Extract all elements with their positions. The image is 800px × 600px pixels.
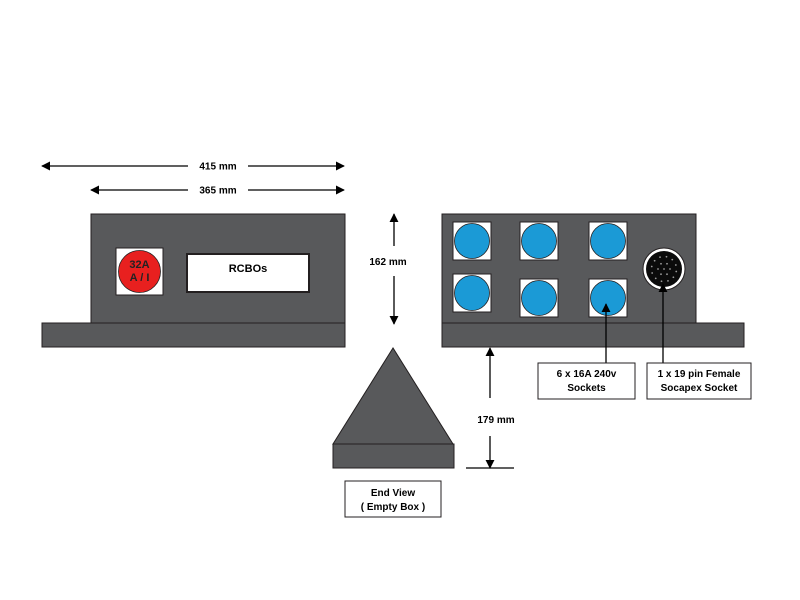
sockets-callout-line2: Sockets <box>567 383 606 394</box>
breaker-32a-icon <box>118 250 161 293</box>
end-view-base <box>332 443 455 469</box>
socapex-pin <box>654 277 657 280</box>
socket-16a <box>588 278 628 318</box>
body-width-label: 365 mm <box>199 186 236 197</box>
socapex-callout-line1: 1 x 19 pin Female <box>658 369 741 380</box>
socapex-pin <box>667 279 669 282</box>
socket-icon <box>454 223 490 259</box>
socket-16a <box>452 221 492 261</box>
height-label: 162 mm <box>369 257 406 268</box>
rcbo-panel <box>186 253 310 293</box>
dimension-overall-width: 415 mm <box>41 161 345 173</box>
socket-16a <box>519 221 559 261</box>
socapex-callout-line2: Socapex Socket <box>661 383 738 394</box>
overall-width-label: 415 mm <box>199 162 236 173</box>
socapex-socket-icon <box>642 247 686 291</box>
socapex-pin <box>660 280 663 283</box>
end-view-label-line2: ( Empty Box ) <box>361 502 425 513</box>
socapex-pin <box>659 256 661 259</box>
front-panel-base <box>41 322 346 348</box>
socapex-pin <box>666 273 668 276</box>
socapex-pin <box>651 272 654 274</box>
socapex-pin <box>665 255 668 258</box>
socapex-pin <box>660 262 662 265</box>
end-view: End View ( Empty Box ) <box>332 347 455 518</box>
socapex-pin <box>653 259 656 262</box>
socapex-pin <box>671 258 674 261</box>
end-view-label-line1: End View <box>371 488 415 499</box>
socapex-pin <box>650 265 653 268</box>
socket-16a <box>452 273 492 313</box>
end-view-profile <box>332 347 454 445</box>
dimension-depth: 179 mm <box>466 347 515 469</box>
socapex-pin <box>663 268 665 270</box>
dimension-height: 162 mm <box>369 213 407 325</box>
socket-16a <box>519 278 559 318</box>
socket-icon <box>521 280 557 316</box>
socket-icon <box>454 275 490 311</box>
socket-icon <box>590 223 626 259</box>
rear-panel-base <box>441 322 745 348</box>
dimension-body-width: 365 mm <box>90 185 345 197</box>
socapex-pin <box>657 268 659 270</box>
breaker-label-line1: 32A <box>129 259 149 271</box>
socapex-pins <box>650 255 678 283</box>
socapex-callout: 1 x 19 pin Female Socapex Socket <box>646 283 752 400</box>
sockets-callout: 6 x 16A 240v Sockets <box>537 303 636 400</box>
breaker-label-line2: A / I <box>130 272 150 284</box>
rcbo-label: RCBOs <box>229 263 268 275</box>
front-panel-view: 32A A / I RCBOs <box>41 213 346 348</box>
end-view-callout-box <box>344 480 442 518</box>
socapex-pin <box>675 270 678 273</box>
socket-icon <box>590 280 626 316</box>
sockets-callout-line1: 6 x 16A 240v <box>557 369 617 380</box>
socapex-pin <box>660 273 662 276</box>
socapex-pin <box>674 264 677 266</box>
socapex-pin <box>666 262 668 265</box>
depth-label: 179 mm <box>477 415 514 426</box>
rear-panel-view <box>441 213 745 348</box>
socapex-pin <box>669 268 671 270</box>
socket-16a <box>588 221 628 261</box>
socket-icon <box>521 223 557 259</box>
socapex-pin <box>672 276 675 279</box>
